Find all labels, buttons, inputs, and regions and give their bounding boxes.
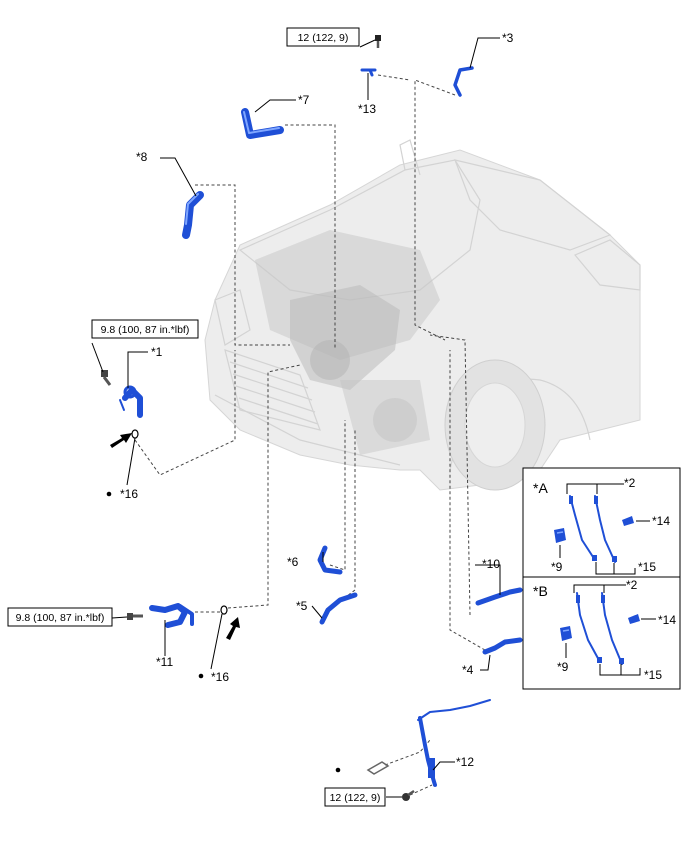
label-part-12: *12 <box>456 755 474 769</box>
hose-1 <box>119 385 143 418</box>
part-labels: *3 *7 *13 *8 *1 *16 *6 *5 *11 *16 *10 *4… <box>120 31 514 769</box>
inset-b-label-9: *9 <box>557 660 569 674</box>
inset-a-label-15: *15 <box>638 560 656 574</box>
hose-7 <box>241 108 284 139</box>
label-part-11: *11 <box>156 655 173 669</box>
bullet-16-upper <box>106 491 112 497</box>
bullet-clip <box>335 767 341 773</box>
label-part-7: *7 <box>298 93 310 107</box>
label-part-3: *3 <box>502 31 514 45</box>
arrow-lower-icon <box>226 617 240 640</box>
hose-3 <box>453 66 474 97</box>
label-part-13: *13 <box>358 102 376 116</box>
torque-spec-left-upper: 9.8 (100, 87 in.*lbf) <box>91 319 199 339</box>
torque-spec-bottom: 12 (122, 9) <box>324 787 386 807</box>
bolt-left-upper <box>101 370 112 386</box>
inset-b-label-2: *2 <box>626 578 638 592</box>
hose-11 <box>149 603 194 628</box>
clip-part <box>366 761 390 775</box>
bolt-bottom <box>402 789 415 801</box>
hose-4 <box>482 637 523 655</box>
hose-13 <box>360 68 377 77</box>
torque-top-text: 12 (122, 9) <box>298 32 349 44</box>
o-ring-lower <box>220 605 228 615</box>
inset-section-b: *B *2 *14 *9 *15 <box>533 578 676 682</box>
arrow-upper-icon <box>110 433 132 448</box>
inset-a-label-2: *2 <box>624 476 636 490</box>
label-part-4: *4 <box>462 663 474 677</box>
bolt-left-lower <box>127 613 143 620</box>
inset-b-label-15: *15 <box>644 668 662 682</box>
inset-b-label: *B <box>533 583 548 599</box>
direction-arrows <box>110 433 240 640</box>
label-part-16-upper: *16 <box>120 487 138 501</box>
hose-10 <box>475 587 523 606</box>
bolts <box>101 35 415 801</box>
inset-a-label-14: *14 <box>652 514 670 528</box>
bullet-16-lower <box>198 673 204 679</box>
hose-5 <box>319 592 358 625</box>
label-part-10: *10 <box>482 557 500 571</box>
hose-8 <box>182 191 204 239</box>
torque-spec-left-lower: 9.8 (100, 87 in.*lbf) <box>7 607 113 627</box>
bullet-markers <box>106 491 341 773</box>
inset-section-a: *A *2 *14 *9 *15 <box>533 476 670 575</box>
o-rings <box>131 429 228 615</box>
inset-panel: *A *2 *14 *9 *15 <box>522 467 681 690</box>
label-part-8: *8 <box>136 150 148 164</box>
inset-a-label-9: *9 <box>551 560 563 574</box>
torque-left-lower-text: 9.8 (100, 87 in.*lbf) <box>16 612 105 624</box>
vehicle-illustration <box>204 139 641 491</box>
o-ring-upper <box>131 429 139 439</box>
bolt-top <box>375 35 381 48</box>
torque-left-upper-text: 9.8 (100, 87 in.*lbf) <box>101 324 190 336</box>
inset-a-label: *A <box>533 480 548 496</box>
label-part-1: *1 <box>151 345 163 359</box>
label-part-5: *5 <box>296 599 308 613</box>
hose-12 <box>417 699 491 787</box>
inset-b-label-14: *14 <box>658 613 676 627</box>
label-part-6: *6 <box>287 555 299 569</box>
label-part-16-lower: *16 <box>211 670 229 684</box>
torque-spec-top: 12 (122, 9) <box>286 27 360 47</box>
leader-lines <box>91 37 501 798</box>
torque-bottom-text: 12 (122, 9) <box>330 792 381 804</box>
